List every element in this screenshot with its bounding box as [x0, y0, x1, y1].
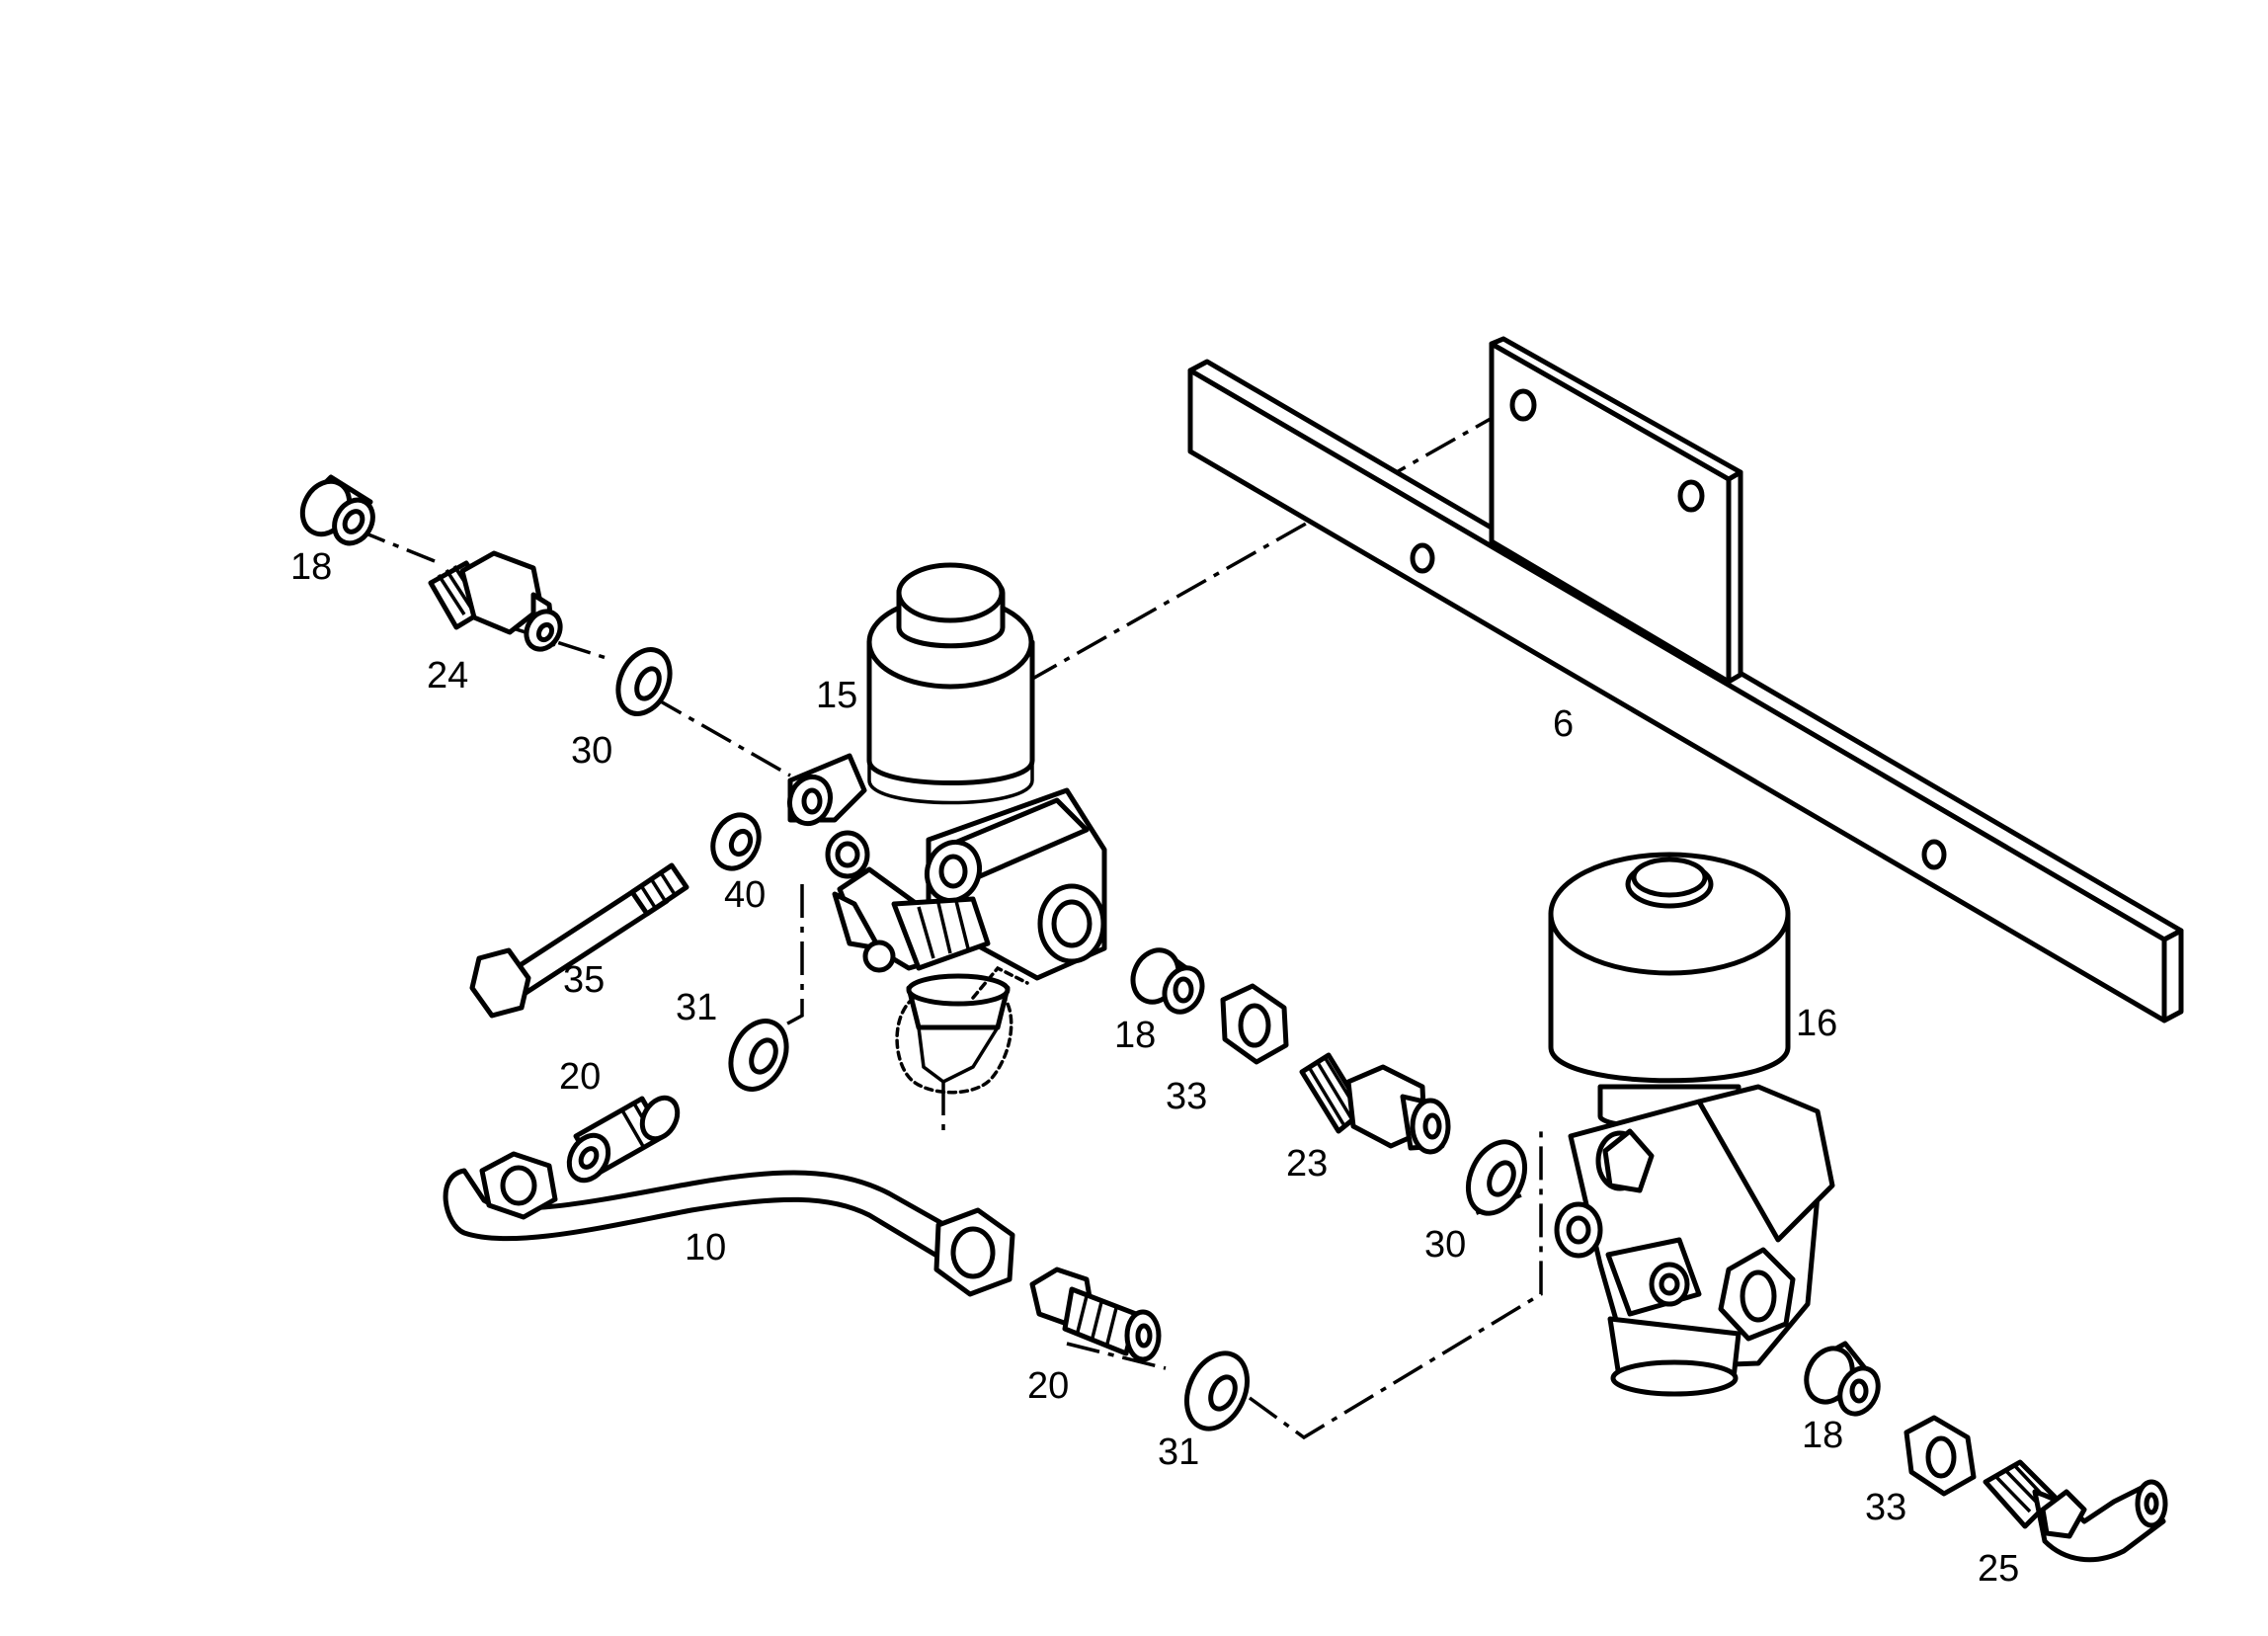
callout-31-right: 31 [1158, 1432, 1199, 1473]
callout-30-top: 30 [571, 730, 612, 772]
callout-18-bottom: 18 [1802, 1415, 1843, 1456]
callout-20-lower: 20 [1027, 1365, 1069, 1407]
cap-18-middle [1130, 947, 1205, 1015]
nut-33-bottom [1904, 1415, 1977, 1497]
callout-6: 6 [1553, 703, 1574, 745]
washer-40 [710, 812, 762, 871]
callout-18-middle: 18 [1114, 1015, 1156, 1056]
washer-31-left [728, 1019, 789, 1092]
fitting-20-upper [566, 1095, 681, 1184]
callout-16: 16 [1796, 1003, 1837, 1044]
fitting-20-lower [1029, 1267, 1162, 1362]
valve-assembly-16 [1548, 852, 1835, 1397]
callout-25: 25 [1978, 1548, 2019, 1590]
callout-35: 35 [563, 959, 605, 1001]
callout-33-bottom: 33 [1865, 1487, 1906, 1528]
callout-15: 15 [816, 675, 857, 716]
washer-30-top [615, 647, 673, 716]
callout-33-middle: 33 [1166, 1076, 1207, 1117]
cap-18-top [299, 474, 375, 546]
washer-30-right [1465, 1139, 1528, 1216]
pipe-10 [443, 1151, 1015, 1297]
callout-40: 40 [724, 874, 766, 916]
callout-31-left: 31 [676, 987, 717, 1028]
nut-33-middle [1220, 983, 1289, 1065]
washer-31-right [1184, 1350, 1250, 1432]
callout-18-top: 18 [290, 546, 332, 588]
valve-assembly-15 [786, 562, 1107, 1095]
callout-10: 10 [685, 1227, 726, 1268]
fitting-23 [1299, 1052, 1451, 1155]
callout-23: 23 [1286, 1143, 1328, 1185]
bolt-35 [469, 862, 689, 1019]
mounting-bracket [1187, 336, 2184, 1023]
callout-labels: 6 10 15 16 18 18 18 20 20 23 24 25 30 30… [290, 546, 2019, 1590]
elbow-fitting-25 [1983, 1459, 2168, 1563]
fitting-24 [428, 550, 563, 652]
callout-30-right: 30 [1424, 1224, 1466, 1266]
cap-18-bottom [1804, 1341, 1881, 1417]
callout-20-upper: 20 [559, 1056, 601, 1098]
callout-24: 24 [427, 655, 468, 696]
